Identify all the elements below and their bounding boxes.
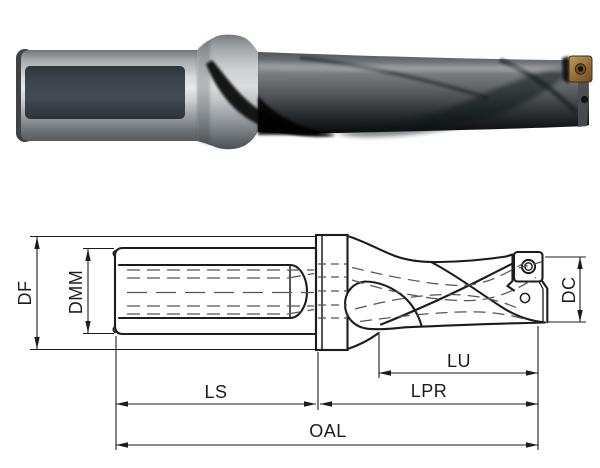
dimension-lpr: LPR: [320, 326, 539, 450]
arrowhead-icon: [526, 370, 538, 376]
arrowhead-icon: [320, 401, 332, 407]
drawing-body: [343, 234, 549, 351]
arrowhead-icon: [85, 249, 91, 261]
label-oal: OAL: [309, 421, 347, 441]
arrowhead-icon: [34, 237, 40, 249]
arrowhead-icon: [577, 257, 583, 269]
arrowhead-icon: [526, 442, 538, 448]
tip-corner-edge: [541, 280, 549, 324]
dimension-oal: OAL: [116, 421, 538, 448]
flute-edge-near: [430, 261, 546, 324]
dimension-dmm: DMM: [66, 247, 114, 335]
dimension-ls: LS: [115, 336, 319, 450]
drawing-insert: [512, 250, 544, 283]
insert-pocket: [504, 253, 516, 292]
insert-pocket-shadow: [562, 56, 569, 84]
arrowhead-icon: [85, 321, 91, 333]
drawing-insert-screw: [520, 258, 537, 275]
body-bottom-edge: [400, 321, 547, 329]
label-df: DF: [15, 281, 35, 306]
hidden-lines: [127, 260, 546, 323]
arrowhead-icon: [34, 337, 40, 349]
arrowhead-icon: [116, 442, 128, 448]
dimension-dc: DC: [545, 256, 586, 323]
arrowhead-icon: [577, 310, 583, 322]
label-lpr: LPR: [411, 381, 448, 401]
label-dmm: DMM: [66, 270, 86, 315]
product-photo: [16, 34, 593, 150]
flute-groove: [258, 96, 336, 135]
flute-groove: [336, 66, 580, 137]
arrowhead-icon: [116, 401, 128, 407]
flute-seam: [299, 56, 489, 100]
body-bottom-bell: [346, 332, 380, 351]
label-lu: LU: [447, 351, 471, 371]
drawing-carbide-insert: [512, 250, 544, 283]
shank-relief-notch: [112, 250, 116, 334]
arrowhead-icon: [304, 401, 316, 407]
dimension-df: DF: [15, 235, 316, 351]
dimension-lu: LU: [378, 332, 538, 378]
body-highlight: [258, 62, 575, 72]
dimension-drawing: DF DMM DC LU: [15, 233, 586, 450]
label-dc: DC: [559, 277, 579, 304]
arrowhead-icon: [526, 401, 538, 407]
fluted-body: [258, 52, 589, 134]
drawing-weldon-flat: [117, 263, 309, 320]
shank-weldon-flat: [25, 66, 185, 119]
drawing-coolant-hole: [519, 292, 531, 304]
collar-face-ring: [197, 39, 210, 146]
coolant-hole: [580, 95, 589, 104]
flute-entry-scoop: [343, 280, 423, 331]
insert-screw-socket: [577, 66, 584, 72]
flute-edge-far: [379, 261, 515, 326]
arrowhead-icon: [379, 370, 391, 376]
label-ls: LS: [204, 382, 227, 402]
body-top-edge: [346, 234, 508, 264]
flute-seam: [499, 57, 578, 114]
